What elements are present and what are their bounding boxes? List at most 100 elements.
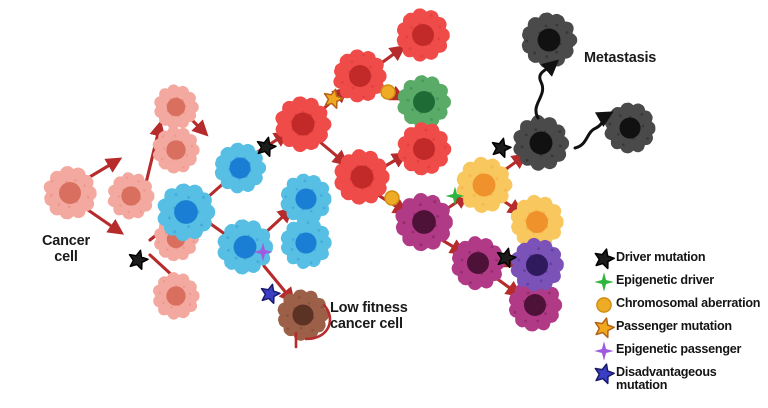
cell-group bbox=[43, 8, 656, 341]
metastasis-cell-top bbox=[521, 12, 578, 69]
cell-speckle bbox=[291, 206, 295, 209]
cell-speckle bbox=[117, 195, 121, 198]
cell-speckle bbox=[408, 47, 412, 50]
cell-nucleus bbox=[295, 232, 317, 254]
cancer-cell-red-apex bbox=[396, 8, 450, 62]
cell-speckle bbox=[226, 248, 230, 252]
low-fitness-loop-group bbox=[294, 303, 332, 349]
cell-speckle bbox=[641, 124, 645, 128]
orange-star-icon bbox=[592, 316, 616, 338]
cell-nucleus bbox=[467, 252, 489, 274]
marker-driver-dark bbox=[491, 137, 512, 159]
marker-disadvantageous bbox=[260, 283, 281, 305]
cell-nucleus bbox=[350, 165, 374, 189]
cell-speckle bbox=[142, 189, 146, 192]
cell-nucleus bbox=[413, 138, 435, 160]
cell-speckle bbox=[565, 31, 569, 35]
cancer-cell-label: Cancer cell bbox=[42, 233, 90, 266]
cell-speckle bbox=[495, 177, 499, 181]
cell-speckle bbox=[622, 143, 625, 147]
cell-speckle bbox=[168, 216, 171, 220]
cell-speckle bbox=[57, 203, 61, 207]
legend-item-chromosomal-aberration: Chromosomal aberration bbox=[592, 294, 768, 315]
cell-speckle bbox=[341, 81, 344, 84]
cell-speckle bbox=[235, 224, 239, 228]
cell-speckle bbox=[173, 230, 176, 234]
cell-speckle bbox=[303, 179, 307, 183]
cell-speckle bbox=[558, 130, 562, 134]
cell-speckle bbox=[520, 145, 524, 149]
cell-speckle bbox=[405, 35, 409, 39]
cell-speckle bbox=[182, 285, 186, 289]
cancer-cell-blue-hub bbox=[157, 183, 216, 242]
cell-speckle bbox=[545, 55, 549, 59]
cell-speckle bbox=[481, 203, 485, 206]
cell-speckle bbox=[432, 138, 436, 141]
cell-speckle bbox=[437, 37, 441, 41]
cell-speckle bbox=[523, 269, 526, 273]
cell-speckle bbox=[420, 54, 424, 58]
cancer-cell-orange-hub bbox=[456, 156, 513, 213]
cell-speckle bbox=[188, 292, 192, 296]
marker-epigenetic-passenger bbox=[253, 242, 273, 262]
cell-speckle bbox=[539, 279, 543, 283]
cell-speckle bbox=[190, 144, 194, 148]
cell-speckle bbox=[362, 95, 366, 99]
cell-speckle bbox=[431, 235, 435, 239]
cell-speckle bbox=[409, 87, 413, 90]
cell-speckle bbox=[443, 145, 447, 149]
cancer-cell-magenta-low bbox=[508, 277, 563, 332]
cell-speckle bbox=[525, 39, 529, 43]
cancer-cell-pink-bottom bbox=[152, 272, 200, 320]
cell-speckle bbox=[433, 200, 437, 204]
legend-item-label: Driver mutation bbox=[616, 250, 706, 264]
cell-speckle bbox=[555, 23, 559, 27]
cell-nucleus bbox=[472, 173, 496, 197]
cell-speckle bbox=[437, 107, 440, 111]
cell-speckle bbox=[504, 188, 507, 192]
cell-speckle bbox=[430, 14, 433, 17]
cell-speckle bbox=[185, 154, 189, 157]
cell-speckle bbox=[170, 306, 173, 309]
cell-speckle bbox=[525, 158, 529, 162]
cell-speckle bbox=[182, 165, 185, 169]
cancer-cell-magenta-mid bbox=[451, 236, 505, 291]
cell-speckle bbox=[234, 256, 238, 260]
cancer-cell-purple bbox=[510, 237, 564, 292]
cell-speckle bbox=[83, 184, 86, 188]
cell-speckle bbox=[166, 248, 169, 251]
cancer-cell-green bbox=[397, 75, 451, 129]
cell-speckle bbox=[350, 60, 354, 64]
cell-speckle bbox=[618, 114, 622, 118]
cell-nucleus bbox=[537, 28, 561, 52]
mutation-marker-group bbox=[128, 84, 517, 305]
cell-speckle bbox=[526, 282, 530, 286]
cell-speckle bbox=[537, 247, 540, 251]
cancer-cell-red-mid bbox=[397, 122, 452, 176]
cell-speckle bbox=[524, 133, 528, 137]
cell-speckle bbox=[490, 245, 494, 249]
cell-speckle bbox=[286, 314, 289, 317]
cancer-cell-pink-top bbox=[154, 84, 199, 130]
cancer-cell-blue-lower bbox=[280, 217, 332, 269]
cell-speckle bbox=[550, 248, 554, 252]
cell-speckle bbox=[309, 261, 313, 265]
cell-speckle bbox=[468, 174, 472, 178]
cancer-cell-pink-mid bbox=[107, 172, 155, 220]
cell-speckle bbox=[421, 79, 425, 83]
cell-speckle bbox=[524, 319, 527, 323]
green-sparkle-icon bbox=[592, 271, 616, 292]
cell-speckle bbox=[320, 305, 324, 309]
cell-speckle bbox=[127, 211, 131, 214]
cancer-cell-magenta-hub bbox=[395, 192, 453, 252]
cell-speckle bbox=[295, 188, 299, 191]
legend-item-driver-mutation: Driver mutation bbox=[592, 247, 768, 269]
cell-speckle bbox=[160, 157, 164, 161]
cell-speckle bbox=[555, 50, 559, 54]
cell-speckle bbox=[50, 193, 53, 197]
cell-speckle bbox=[436, 214, 440, 218]
cell-speckle bbox=[187, 225, 191, 229]
cell-speckle bbox=[495, 258, 498, 262]
marker-chromosomal-magenta bbox=[384, 190, 400, 206]
